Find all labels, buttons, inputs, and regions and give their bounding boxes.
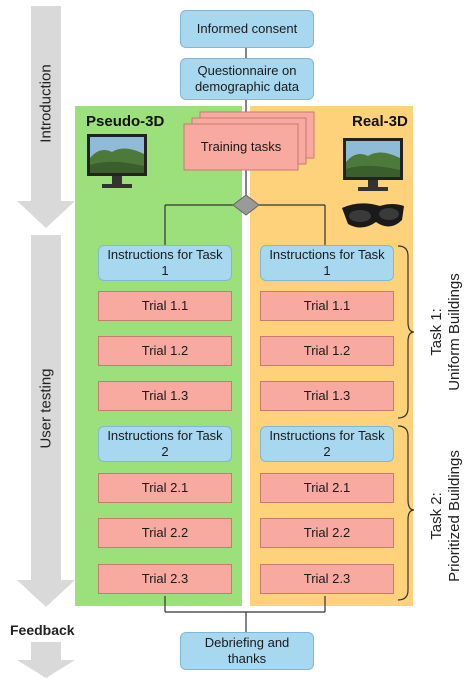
task1-label: Task 1: Uniform Buildings [428, 257, 466, 407]
task2-label: Task 2: Prioritized Buildings [428, 433, 466, 599]
introduction-arrow [17, 6, 75, 228]
task2-label-line1: Task 2: [428, 492, 445, 540]
left-trial-2-2: Trial 2.2 [98, 518, 232, 548]
left-trial-1-2: Trial 1.2 [98, 336, 232, 366]
questionnaire-text: Questionnaire on demographic data [194, 63, 300, 94]
right-trial-1-3: Trial 1.3 [260, 381, 394, 411]
user-testing-arrow [17, 235, 75, 607]
left-trial-1-1-text: Trial 1.1 [141, 298, 189, 313]
right-trial-1-2-text: Trial 1.2 [303, 343, 351, 358]
left-trial-1-3-text: Trial 1.3 [141, 388, 189, 403]
training-tasks-stack [183, 111, 315, 171]
task1-label-line2: Uniform Buildings [446, 273, 463, 391]
right-trial-1-1: Trial 1.1 [260, 291, 394, 321]
left-instructions-task1-text: Instructions for Task 1 [107, 247, 223, 278]
debriefing-box: Debriefing and thanks [180, 632, 314, 670]
left-trial-2-1-text: Trial 2.1 [141, 480, 189, 495]
feedback-arrow [17, 642, 75, 678]
informed-consent-box: Informed consent [180, 10, 314, 48]
monitor-3d-icon [343, 138, 403, 191]
left-instructions-task1: Instructions for Task 1 [98, 245, 232, 281]
right-instructions-task1-text: Instructions for Task 1 [269, 247, 385, 278]
right-trial-2-3-text: Trial 2.3 [303, 571, 351, 586]
training-tasks-label: Training tasks [184, 124, 298, 170]
pseudo-3d-title: Pseudo-3D [86, 113, 165, 130]
training-tasks-text: Training tasks [200, 139, 282, 154]
right-instructions-task1: Instructions for Task 1 [260, 245, 394, 281]
questionnaire-box: Questionnaire on demographic data [180, 58, 314, 100]
right-trial-1-3-text: Trial 1.3 [303, 388, 351, 403]
connectors [164, 48, 415, 632]
right-trial-1-2: Trial 1.2 [260, 336, 394, 366]
monitor-icon [87, 134, 147, 188]
left-instructions-task2: Instructions for Task 2 [98, 426, 232, 462]
left-trial-2-1: Trial 2.1 [98, 473, 232, 503]
right-instructions-task2-text: Instructions for Task 2 [269, 428, 385, 459]
real-3d-title: Real-3D [352, 113, 408, 130]
right-trial-2-2-text: Trial 2.2 [303, 525, 351, 540]
right-trial-2-2: Trial 2.2 [260, 518, 394, 548]
left-trial-2-3: Trial 2.3 [98, 564, 232, 594]
right-trial-2-1-text: Trial 2.1 [303, 480, 351, 495]
phase-introduction-label: Introduction [37, 64, 55, 143]
left-trial-1-1: Trial 1.1 [98, 291, 232, 321]
3d-glasses-icon [342, 203, 404, 228]
right-trial-2-3: Trial 2.3 [260, 564, 394, 594]
phase-feedback-label: Feedback [10, 622, 75, 638]
right-instructions-task2: Instructions for Task 2 [260, 426, 394, 462]
informed-consent-text: Informed consent [196, 21, 298, 36]
left-trial-1-3: Trial 1.3 [98, 381, 232, 411]
debriefing-text: Debriefing and thanks [204, 635, 290, 666]
left-trial-1-2-text: Trial 1.2 [141, 343, 189, 358]
right-trial-1-1-text: Trial 1.1 [303, 298, 351, 313]
left-trial-2-2-text: Trial 2.2 [141, 525, 189, 540]
phase-user-testing-label: User testing [37, 368, 55, 449]
decision-diamond [232, 194, 260, 216]
left-trial-2-3-text: Trial 2.3 [141, 571, 189, 586]
right-trial-2-1: Trial 2.1 [260, 473, 394, 503]
task1-label-line1: Task 1: [428, 308, 445, 356]
left-instructions-task2-text: Instructions for Task 2 [107, 428, 223, 459]
task2-label-line2: Prioritized Buildings [446, 450, 463, 582]
